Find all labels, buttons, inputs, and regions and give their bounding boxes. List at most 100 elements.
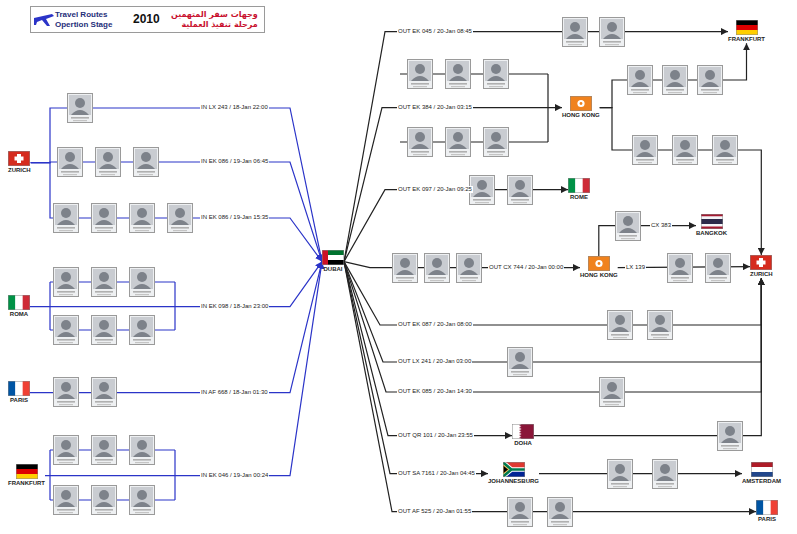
suspect-photo bbox=[713, 136, 738, 165]
suspect-photo bbox=[408, 128, 433, 157]
suspect-photo bbox=[718, 422, 743, 451]
flag-icon bbox=[8, 295, 30, 310]
suspect-photo bbox=[608, 311, 633, 340]
city-node: HONG KONG bbox=[580, 256, 618, 279]
flight-label: IN EK 046 / 19-Jan 00:24 bbox=[200, 472, 269, 479]
suspect-photo bbox=[92, 436, 117, 465]
suspect-photo bbox=[706, 254, 731, 283]
suspect-photo bbox=[96, 148, 121, 177]
suspect-photo bbox=[484, 60, 509, 89]
suspect-photo bbox=[633, 136, 658, 165]
suspect-photo bbox=[54, 378, 79, 407]
suspect-photo bbox=[130, 316, 155, 345]
suspect-photo bbox=[130, 436, 155, 465]
flight-route bbox=[344, 190, 568, 262]
city-node: FRANKFURT bbox=[8, 464, 45, 487]
flight-label: IN EK 086 / 19-Jan 06:45 bbox=[200, 158, 269, 165]
flight-route bbox=[45, 262, 322, 476]
flight-route bbox=[344, 262, 512, 436]
city-name: PARIS bbox=[10, 397, 28, 404]
suspect-photo bbox=[92, 268, 117, 297]
city-node: JOHANNESBURG bbox=[488, 462, 539, 485]
city-name: JOHANNESBURG bbox=[488, 478, 539, 485]
suspect-photo bbox=[92, 316, 117, 345]
suspect-photo bbox=[68, 94, 93, 123]
flight-label: OUT QR 101 / 20-Jan 23:55 bbox=[397, 432, 474, 439]
city-name: DUBAI bbox=[324, 266, 343, 273]
flight-label: LX 139 bbox=[625, 264, 646, 271]
city-node: DOHA bbox=[512, 424, 534, 447]
suspect-photo bbox=[446, 60, 471, 89]
suspect-photo bbox=[393, 254, 418, 283]
flag-icon bbox=[16, 464, 38, 479]
plane-icon bbox=[34, 14, 54, 26]
suspect-photo bbox=[608, 460, 633, 489]
suspect-photo bbox=[508, 498, 533, 527]
suspect-photo bbox=[628, 66, 653, 95]
flight-label: IN AF 668 / 18-Jan 01:30 bbox=[200, 389, 269, 396]
flag-icon bbox=[322, 250, 344, 265]
flag-icon bbox=[503, 462, 525, 477]
suspect-photo bbox=[54, 316, 79, 345]
suspect-photo bbox=[616, 212, 641, 241]
city-node: ZURICH bbox=[8, 151, 31, 174]
city-name: AMSTERDAM bbox=[742, 478, 781, 485]
flight-route bbox=[30, 262, 322, 307]
city-name: FRANKFURT bbox=[8, 480, 45, 487]
suspect-photo bbox=[663, 66, 688, 95]
flag-icon bbox=[568, 178, 590, 193]
city-name: HONG KONG bbox=[562, 112, 600, 119]
flag-icon bbox=[588, 256, 610, 271]
suspect-photo bbox=[673, 136, 698, 165]
suspect-photo bbox=[425, 254, 450, 283]
city-node: DUBAI bbox=[322, 250, 344, 273]
suspect-photo bbox=[130, 204, 155, 233]
city-node: ROME bbox=[568, 178, 590, 201]
suspect-photo bbox=[600, 18, 625, 47]
city-node: PARIS bbox=[8, 381, 30, 404]
title-box: Travel Routes Opertion Stageوجهات سفر ال… bbox=[30, 6, 265, 33]
city-node: PARIS bbox=[756, 500, 778, 523]
title-text: Travel Routes Opertion Stage bbox=[55, 10, 127, 28]
city-node: ZURICH bbox=[750, 255, 773, 278]
flight-label: OUT EK 384 / 20-Jan 03:15 bbox=[397, 104, 473, 111]
suspect-photo bbox=[470, 176, 495, 205]
suspect-photo bbox=[653, 460, 678, 489]
city-node: HONG KONG bbox=[562, 96, 600, 119]
flag-icon bbox=[8, 381, 30, 396]
flight-label: OUT LX 241 / 20-Jan 03:00 bbox=[397, 358, 472, 365]
flight-route bbox=[30, 262, 322, 393]
title-text: 2010 bbox=[133, 13, 160, 26]
flag-icon bbox=[751, 462, 773, 477]
city-name: PARIS bbox=[758, 516, 776, 523]
city-node: ROMA bbox=[8, 295, 30, 318]
suspect-photo bbox=[484, 128, 509, 157]
city-name: ROMA bbox=[10, 311, 28, 318]
suspect-photo bbox=[58, 148, 83, 177]
suspect-photo bbox=[648, 311, 673, 340]
flag-icon bbox=[756, 500, 778, 515]
flight-label: IN EK 098 / 18-Jan 23:00 bbox=[200, 303, 269, 310]
flight-label: OUT CX 744 / 20-Jan 00:00 bbox=[488, 264, 564, 271]
flight-route bbox=[31, 163, 322, 262]
flag-icon bbox=[8, 151, 30, 166]
flight-label: OUT EK 045 / 20-Jan 08:45 bbox=[397, 28, 473, 35]
flight-label: OUT AF 525 / 20-Jan 01:55 bbox=[397, 508, 472, 515]
flag-icon bbox=[570, 96, 592, 111]
flag-icon bbox=[512, 424, 534, 439]
flight-route bbox=[344, 108, 562, 262]
suspect-photo bbox=[54, 436, 79, 465]
flight-route bbox=[344, 262, 488, 474]
city-name: ZURICH bbox=[750, 271, 773, 278]
suspect-photo bbox=[548, 498, 573, 527]
suspect-photo bbox=[54, 268, 79, 297]
city-name: BANGKOK bbox=[696, 230, 727, 237]
city-name: ZURICH bbox=[8, 167, 31, 174]
suspect-photo bbox=[668, 254, 693, 283]
flag-icon bbox=[736, 20, 758, 35]
suspect-photo bbox=[563, 18, 588, 47]
suspect-photo bbox=[698, 66, 723, 95]
suspect-photo bbox=[457, 254, 482, 283]
suspect-photo bbox=[92, 204, 117, 233]
